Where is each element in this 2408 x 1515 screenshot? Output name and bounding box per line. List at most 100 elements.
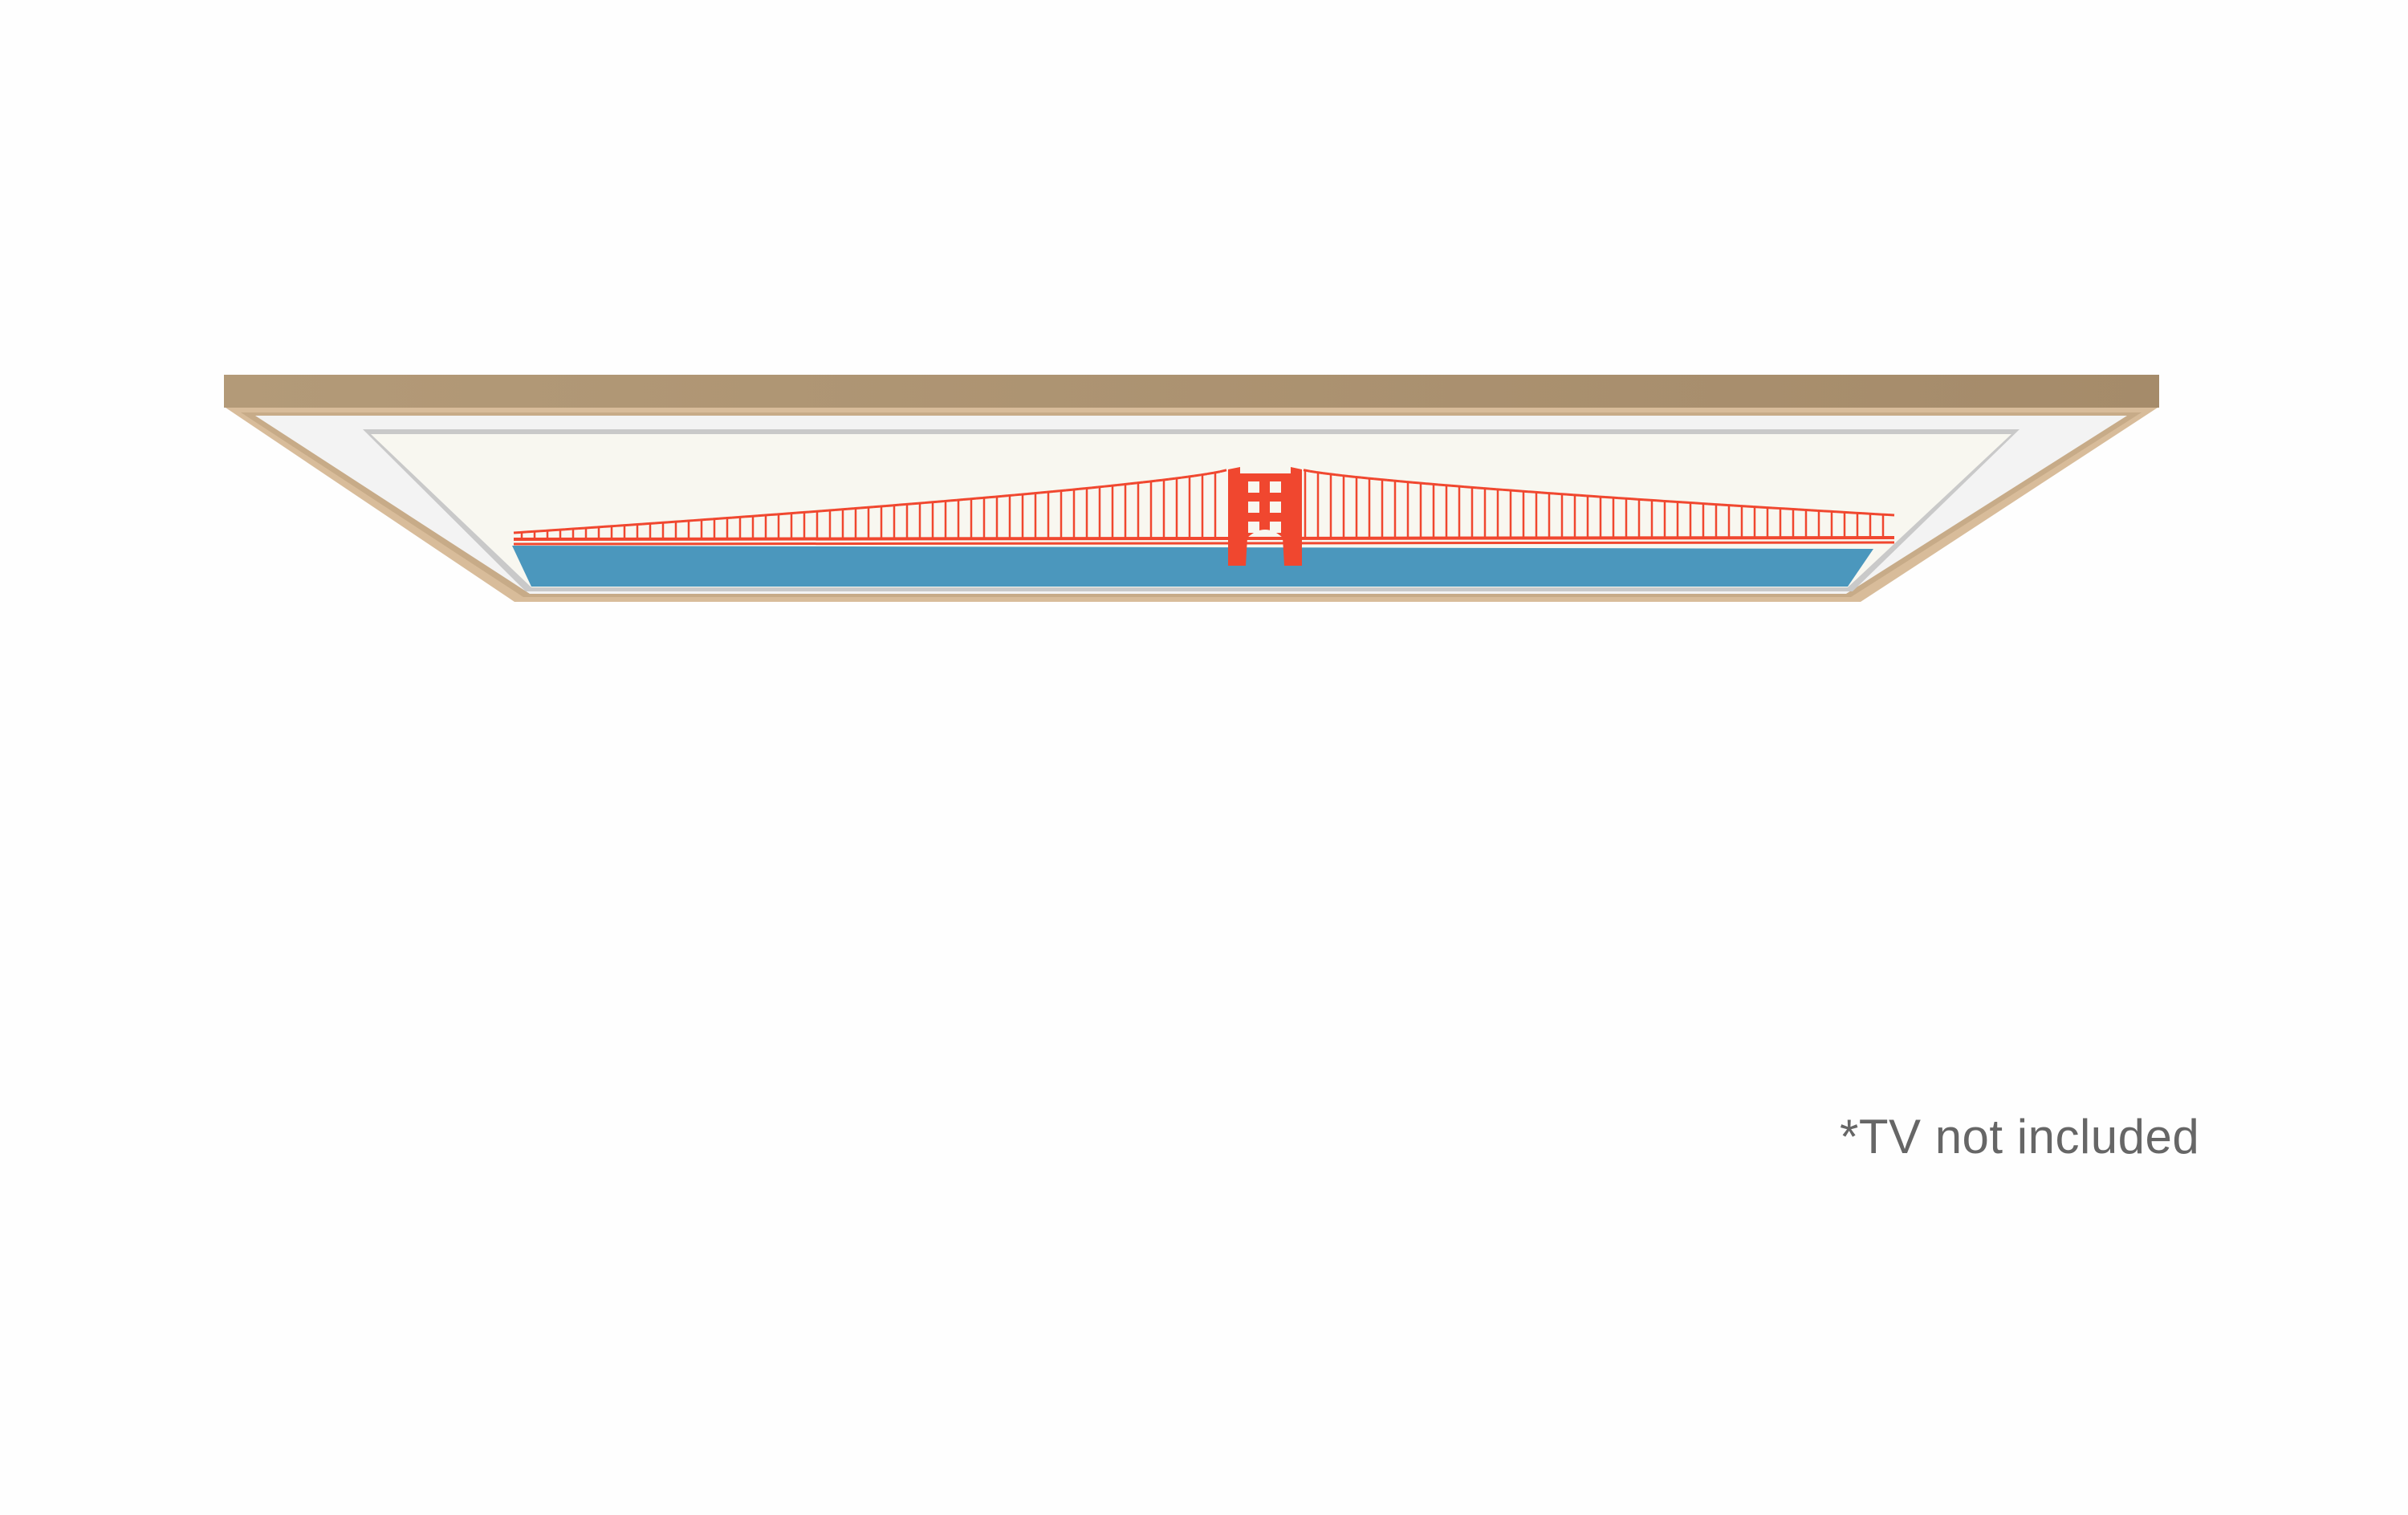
tv-not-included-note: *TV not included xyxy=(1840,1110,2200,1164)
bridge-cable xyxy=(628,523,637,526)
bridge-cable xyxy=(1727,503,1735,507)
bridge-cable xyxy=(1001,494,1009,498)
bridge-cable xyxy=(962,498,970,502)
bridge-cable xyxy=(1065,488,1073,492)
golden-gate-bridge-artwork xyxy=(513,467,1895,566)
bridge-cable xyxy=(1168,477,1176,481)
bridge-cable xyxy=(1309,469,1317,473)
bridge-cable xyxy=(1457,485,1465,489)
bridge-tower xyxy=(1228,467,1302,566)
bridge-cable xyxy=(1027,492,1035,495)
bridge-cable xyxy=(1303,469,1311,473)
bridge-cable xyxy=(1380,478,1388,481)
bridge-cable xyxy=(1463,485,1471,489)
tower-window xyxy=(1270,502,1281,513)
bridge-cable xyxy=(564,527,572,531)
bridge-cable xyxy=(1572,493,1580,497)
bridge-cable xyxy=(577,526,585,530)
bridge-cable xyxy=(911,502,919,506)
bridge-cable xyxy=(1039,490,1047,494)
bridge-cable xyxy=(1444,484,1452,487)
bridge-cable xyxy=(1373,477,1381,481)
bridge-cable xyxy=(693,518,701,522)
bridge-cable xyxy=(950,498,958,502)
bridge-cable xyxy=(924,501,932,505)
bridge-cable xyxy=(1335,473,1343,477)
bridge-cable xyxy=(1560,493,1568,496)
bridge-cable xyxy=(718,517,726,520)
bridge-cable xyxy=(1142,480,1150,484)
bridge-cable xyxy=(1014,493,1022,497)
bridge-cable xyxy=(770,513,778,517)
bridge-cable xyxy=(513,530,521,534)
bridge-cable xyxy=(1322,472,1330,476)
bridge-cable xyxy=(1527,490,1536,493)
bridge-cable xyxy=(1386,478,1394,482)
bridge-cable xyxy=(1155,478,1163,482)
bridge-cable xyxy=(1328,473,1336,477)
bridge-cable xyxy=(1361,476,1369,480)
bridge-cable xyxy=(1091,485,1099,489)
bridge-cable xyxy=(1534,490,1542,494)
bridge-cable xyxy=(1104,484,1112,488)
frame-top-edge xyxy=(224,375,2159,408)
bridge-cable xyxy=(1483,486,1491,490)
bridge-cable xyxy=(1585,494,1593,498)
bridge-cable xyxy=(1219,469,1227,473)
bridge-cable xyxy=(526,530,534,534)
bridge-cable xyxy=(847,507,855,510)
bridge-cable xyxy=(821,509,829,513)
bridge-cable xyxy=(539,529,547,533)
tower-window xyxy=(1270,522,1281,533)
bridge-cable xyxy=(1476,486,1484,489)
bridge-cable xyxy=(1367,477,1375,481)
bridge-cable xyxy=(1508,489,1516,493)
bridge-cable xyxy=(1720,503,1728,506)
bridge-cable xyxy=(1694,502,1702,505)
bridge-cable xyxy=(1412,481,1420,485)
bridge-cable xyxy=(1052,489,1060,493)
bridge-cable xyxy=(1348,474,1356,478)
bridge-cable xyxy=(795,511,803,514)
bridge-cable xyxy=(1194,473,1202,477)
bridge-cable xyxy=(808,510,816,514)
bridge-cable xyxy=(860,506,868,510)
bridge-cable xyxy=(1617,497,1625,500)
bridge-cable xyxy=(744,514,752,518)
tower-window xyxy=(1248,522,1259,533)
bridge-cable xyxy=(641,522,649,526)
tower-window xyxy=(1248,481,1259,493)
bridge-cable xyxy=(1688,501,1696,505)
bridge-cable xyxy=(1579,493,1587,498)
bridge-cable xyxy=(706,518,714,521)
bridge-cable xyxy=(757,514,765,518)
bridge-cable xyxy=(1431,482,1439,486)
bridge-cable xyxy=(1399,480,1407,483)
bridge-cable xyxy=(603,525,611,528)
bridge-cable xyxy=(898,503,906,506)
bridge-cable xyxy=(1502,488,1510,492)
bridge-cable xyxy=(1649,498,1658,502)
artwork-water xyxy=(512,546,1873,587)
bridge-cable xyxy=(1129,481,1137,485)
bridge-deck xyxy=(513,536,1895,541)
bridge-cable xyxy=(1425,482,1433,485)
bridge-cable xyxy=(1566,493,1574,497)
bridge-cable xyxy=(1707,502,1715,506)
bridge-cable xyxy=(872,505,881,509)
bridge-cable xyxy=(1521,489,1529,493)
bridge-cable xyxy=(1553,492,1561,496)
bridge-cable xyxy=(1470,485,1478,489)
bridge-cable xyxy=(1662,499,1670,503)
bridge-cable xyxy=(1405,481,1413,484)
bridge-cable xyxy=(1630,498,1638,501)
bridge-cable xyxy=(1714,502,1722,506)
bridge-cable xyxy=(1682,501,1690,504)
bridge-cable xyxy=(680,519,688,523)
bridge-cable xyxy=(1592,494,1600,498)
bridge-cable xyxy=(1637,498,1645,502)
bridge-cable xyxy=(1643,498,1651,502)
tower-window xyxy=(1248,502,1259,513)
